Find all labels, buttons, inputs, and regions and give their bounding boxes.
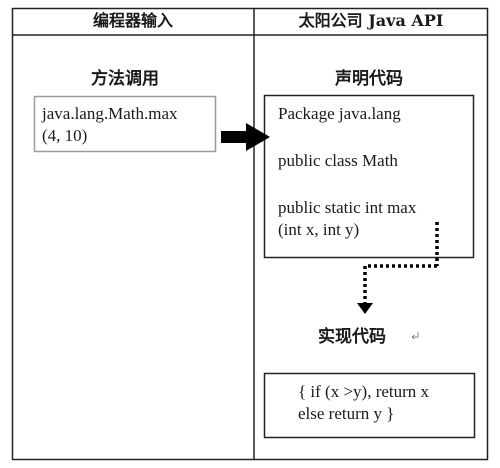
declaration-method: public static int max (int x, int y) [278, 197, 472, 241]
call-code-line: java.lang.Math.max [42, 104, 178, 123]
declaration-box [263, 94, 475, 259]
declaration-title: 声明代码 [335, 69, 403, 89]
outer-border [11, 7, 489, 461]
implementation-box [263, 372, 476, 439]
call-code: java.lang.Math.max (4, 10) [42, 103, 214, 147]
left-header: 编程器输入 [92, 11, 173, 30]
dotted-arrowhead [357, 303, 373, 314]
declaration-package: Package java.lang [278, 104, 401, 123]
declaration-method-line: public static int max [278, 198, 417, 217]
dotted-connector [363, 222, 439, 305]
declaration-class: public class Math [278, 151, 398, 170]
declaration-method-line: (int x, int y) [278, 220, 360, 239]
implementation-code-line: else return y } [298, 404, 395, 423]
method-call-title: 方法调用 [91, 69, 159, 89]
call-box [33, 95, 217, 153]
right-header: 太阳公司 Java API [298, 11, 444, 30]
implementation-title: 实现代码 [318, 327, 386, 347]
return-mark-icon [411, 332, 419, 340]
call-code-line: (4, 10) [42, 126, 88, 145]
implementation-code-line: { if (x >y), return x [298, 382, 430, 401]
call-arrow [221, 123, 270, 151]
implementation-code: { if (x >y), return x else return y } [298, 381, 472, 425]
